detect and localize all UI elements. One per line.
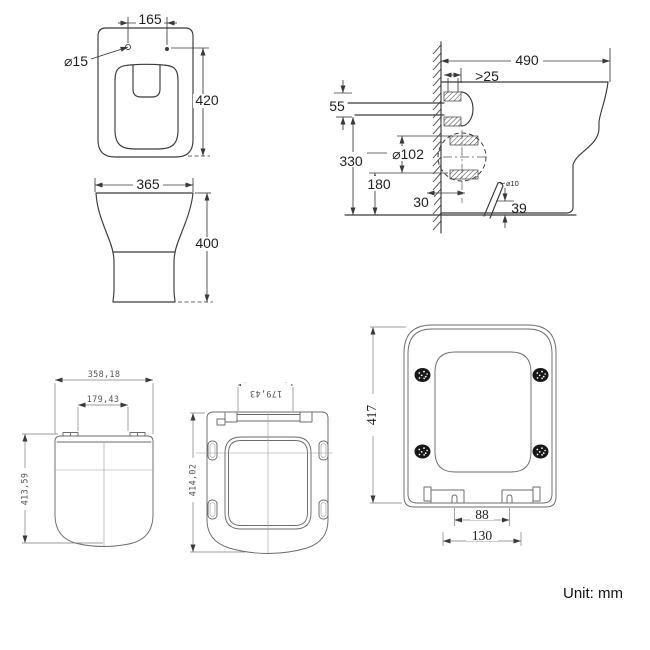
dim-label-seat-ring-hinge-width: 179,43 [250,388,283,398]
seat-ring-view: 179,43 414,02 [187,382,333,554]
dim-label-pan-width: 365 [136,176,160,192]
seat-underside-view: 417 88 130 [364,324,557,546]
seat-ring-hinge-bar [216,411,313,426]
floor-fixing-slot: ⌀10 [483,179,519,219]
dim-label-pan-depth: 420 [195,92,219,108]
dim-seat-ring-hinge-width: 179,43 [237,382,294,411]
hinge-pin-right [506,494,513,504]
seat-underside-top-surface [434,351,532,473]
dim-label-inlet-height: 330 [339,153,363,169]
dim-pan-width: 365 [94,176,194,192]
seat-ring-outline [206,411,329,554]
seat-cover-outline [54,435,154,547]
dim-install-depth: 490 [441,48,611,82]
dim-label-hole-spacing: 165 [138,11,162,27]
dim-label-seat-cover-depth: 413,59 [21,473,31,506]
dim-seat-cover-hinge-width: 179,43 [77,395,129,431]
pan-top-view: 165 ⌀15 420 [64,11,220,158]
dim-hinge-bracket-spacing: 130 [442,528,522,546]
dim-label-outlet-offset: 30 [413,194,429,210]
dim-label-fixing-height: 39 [511,200,527,216]
dim-label-seat-ring-depth: 414,02 [189,464,199,497]
dim-label-hinge-pin-spacing: 88 [475,507,489,522]
dim-hole-spacing: 165 [118,11,177,45]
dim-label-fixing-diameter: ⌀10 [506,179,519,188]
dim-label-pan-height: 400 [195,235,219,251]
dim-inlet-height: 330 [334,117,367,215]
dim-inlet-clearance: >25 [444,68,499,84]
dim-label-outlet-height: 180 [367,176,391,192]
seat-underside-hinge-brackets [423,486,541,504]
dim-hinge-pin-spacing: 88 [454,507,510,526]
wall-hatch [432,44,442,231]
pan-front-view: 365 400 [94,176,221,303]
pan-front-outline [95,192,194,303]
dim-seat-ring-depth: 414,02 [187,412,245,553]
dim-outlet-diameter: ⌀102 [367,135,452,173]
seat-ring-bumpers [207,440,329,520]
dim-label-inlet-clearance: >25 [475,68,499,84]
hinge-pin-left [451,494,458,504]
dim-hole-diameter: ⌀15 [64,46,129,69]
dim-label-seat-underside-depth: 417 [364,405,379,426]
dim-label-inlet-range: 55 [329,98,345,114]
dim-outlet-offset: 30 [408,190,465,210]
seat-ring-opening-outer [224,436,312,530]
dim-seat-cover-depth: 413,59 [19,433,103,544]
unit-label: Unit: mm [563,585,623,602]
dim-outlet-height: 180 [362,172,448,215]
pan-top-bowl [114,63,179,150]
dim-fixing-height: 39 [496,188,527,228]
dim-label-outlet-diameter: ⌀102 [392,146,424,162]
dim-label-seat-cover-width: 358,18 [88,370,121,380]
dim-pan-depth: 420 [171,47,220,157]
pan-top-flush-recess [132,64,161,98]
fixing-hole-right [165,47,169,51]
dim-label-hinge-bracket-spacing: 130 [472,528,493,543]
pan-side-profile [440,81,609,214]
dim-seat-cover-width: 358,18 [54,370,154,434]
dim-label-install-depth: 490 [515,52,539,68]
seat-cover-view: 358,18 179,43 413,59 [19,370,154,547]
dim-inlet-range: 55 [329,80,352,130]
dim-pan-height: 400 [178,192,221,303]
water-inlet [347,78,474,127]
pan-side-view: ⌀10 490 >25 55 330 [329,41,611,234]
seat-ring-opening-inner [228,440,308,526]
dim-seat-underside-depth: 417 [364,326,406,504]
dim-label-seat-cover-hinge-width: 179,43 [87,395,120,405]
pan-top-outline [97,27,194,158]
seat-underside-outline [403,324,557,508]
seat-underside-inner-edge [407,328,553,504]
soil-outlet [437,130,487,203]
dim-label-hole-diameter: ⌀15 [64,53,88,69]
